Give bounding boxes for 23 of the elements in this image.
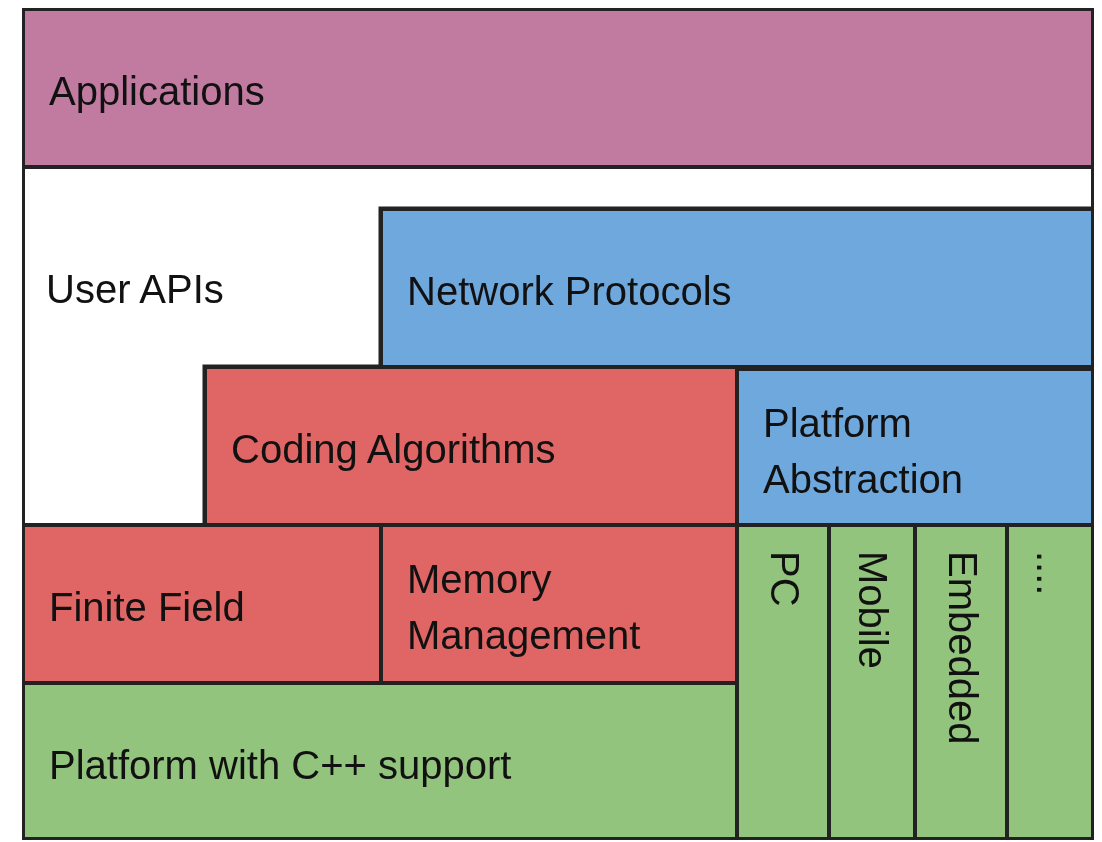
platform-column <box>828 524 916 840</box>
platform-column <box>736 524 830 840</box>
layer-label: Coding Algorithms <box>231 426 557 473</box>
layer-label: Applications <box>49 68 266 115</box>
layer-label: Finite Field <box>49 584 246 631</box>
layer-box <box>204 366 738 526</box>
layer-box <box>380 208 1094 368</box>
layer-label: Platform with C++ support <box>49 742 513 789</box>
layer-box <box>22 682 738 840</box>
layer-box <box>380 524 738 684</box>
platform-column <box>914 524 1008 840</box>
layer-label: Mobile <box>850 551 896 669</box>
layer-label: Network Protocols <box>407 268 733 315</box>
layer-box <box>736 368 1094 526</box>
layer-label: .... <box>1028 551 1074 596</box>
layer-label: Embedded <box>940 551 986 745</box>
layer-label: Platform Abstraction <box>763 400 965 503</box>
platform-column <box>1006 524 1094 840</box>
layer-label: Memory Management <box>407 556 642 659</box>
layer-box <box>22 524 382 684</box>
layer-label: PC <box>762 551 808 607</box>
layer-box <box>22 8 1094 168</box>
layer-label: User APIs <box>46 266 225 313</box>
